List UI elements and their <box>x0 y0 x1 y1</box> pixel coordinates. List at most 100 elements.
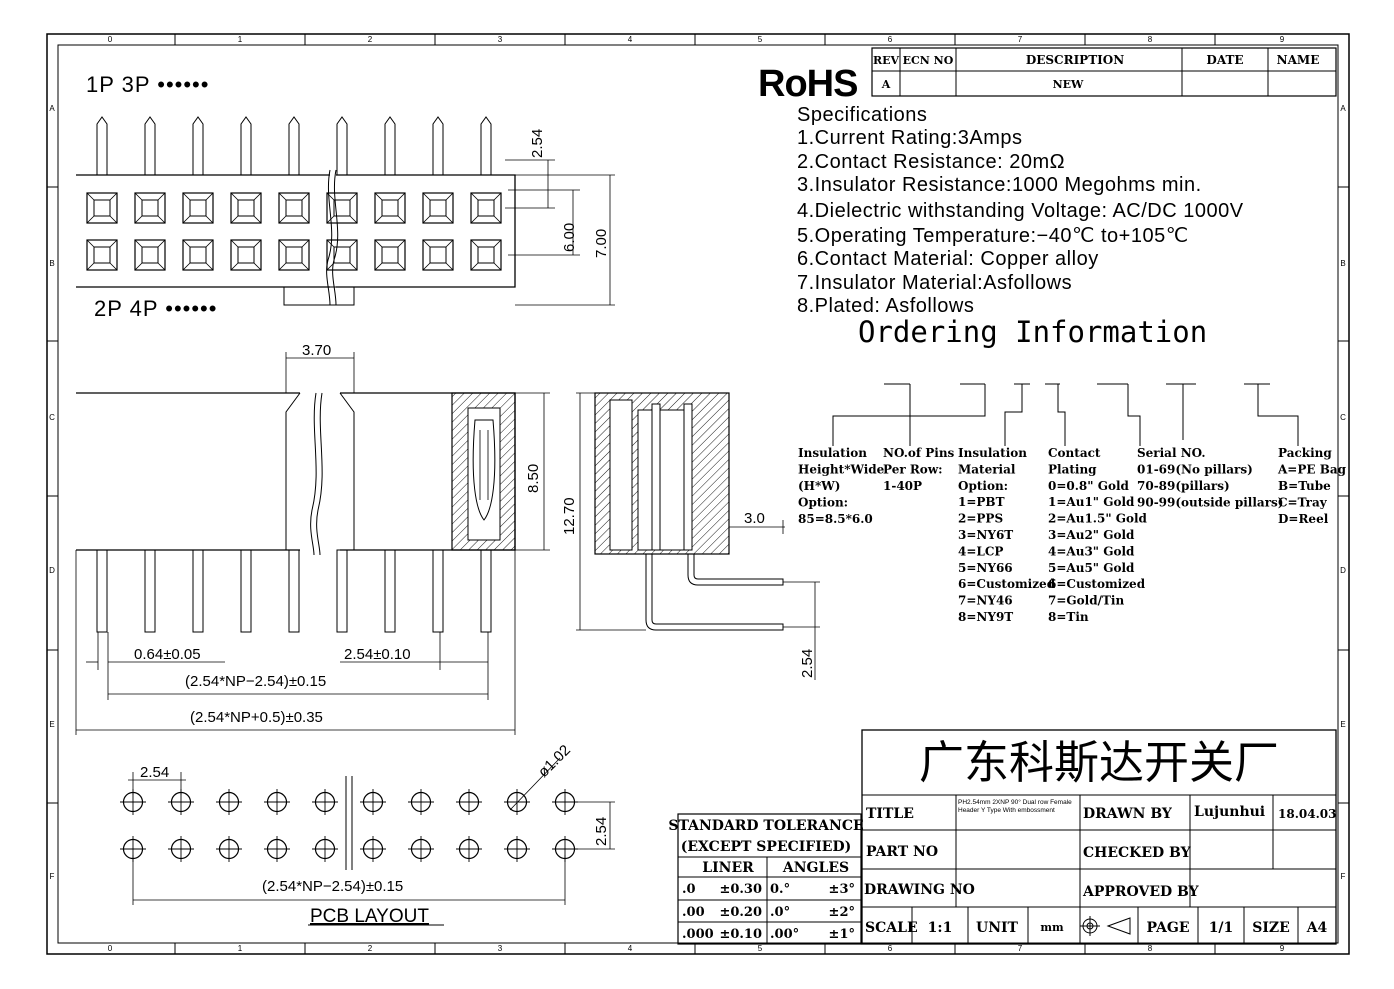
ordering-option-line: 4=LCP <box>958 544 1003 558</box>
top-view: 1P 3P •••••• 2P 4P •••••• 2.54 6.00 7.00 <box>76 72 615 321</box>
ordering-option-line: 2=PPS <box>958 512 1003 526</box>
drawn-date: 18.04.03 <box>1278 807 1336 821</box>
zone-col-label: 0 <box>108 944 113 953</box>
page-value: 1/1 <box>1209 920 1234 936</box>
contact-cell <box>374 192 406 224</box>
spec-line: 1.Current Rating:3Amps <box>797 127 1023 149</box>
dim-front-pitch: 2.54±0.10 <box>344 646 411 663</box>
break-line <box>332 169 339 306</box>
tolerance-title: STANDARD TOLERANCE <box>668 818 863 834</box>
contact-cell <box>422 239 454 271</box>
dim-pcb-pitch: 2.54 <box>140 764 169 781</box>
rev-header-name: NAME <box>1277 53 1320 67</box>
zone-ticks <box>47 34 1349 954</box>
contact-opening <box>189 199 207 217</box>
contact-opening <box>477 246 495 264</box>
ordering-title: Ordering Information <box>858 315 1207 349</box>
unit-value: mm <box>1040 921 1064 934</box>
dim-side-height: 12.70 <box>561 497 578 535</box>
contact-opening <box>285 246 303 264</box>
ordering-option-line: A=PE Bag <box>1277 463 1347 477</box>
pcb-layout: 2.54 ø1.02 2.54 (2.54*NP−2.54)±0.15 PCB … <box>120 742 615 927</box>
dim-front-total: (2.54*NP+0.5)±0.35 <box>190 709 323 726</box>
drawn-by-value: Lujunhui <box>1194 804 1265 820</box>
contact-opening <box>141 246 159 264</box>
ordering-option-line: 4=Au3" Gold <box>1048 544 1135 558</box>
break-line <box>316 392 323 556</box>
projection-symbol-icon <box>1080 916 1131 936</box>
pin <box>192 549 204 633</box>
ordering-option-line: 3=Au2" Gold <box>1048 528 1135 542</box>
spec-line: 6.Contact Material: Copper alloy <box>797 248 1099 270</box>
ordering-option-line: Per Row: <box>883 463 943 477</box>
ordering-option-line: 1=PBT <box>958 495 1005 509</box>
ordering-option-line: 8=NY9T <box>958 610 1013 624</box>
contact-opening <box>381 246 399 264</box>
contact-opening <box>93 246 111 264</box>
contact-opening <box>285 199 303 217</box>
ordering-option-line: 8=Tin <box>1048 610 1089 624</box>
zone-row-label: B <box>1340 259 1345 268</box>
size-label: SIZE <box>1252 920 1290 936</box>
tolerance-cell: .0 <box>682 882 696 897</box>
pin-tail <box>288 116 300 175</box>
contact-opening <box>381 199 399 217</box>
ordering-option-line: 7=Gold/Tin <box>1048 594 1124 608</box>
top-view-contact-cells <box>86 192 502 271</box>
spec-line: 7.Insulator Material:Asfollows <box>797 272 1072 294</box>
pin-tail <box>336 116 348 175</box>
top-view-pin-tails <box>96 116 492 175</box>
tolerance-cell: ±0.10 <box>719 927 762 942</box>
pin-tail <box>432 116 444 175</box>
zone-col-label: 6 <box>888 35 893 44</box>
rev-header-ecn: ECN NO <box>903 54 954 67</box>
company-name: 广东科斯达开关厂 <box>919 736 1279 789</box>
ordering-option-line: D=Reel <box>1278 512 1329 526</box>
dim-side-offset: 3.0 <box>744 510 765 527</box>
tolerance-cell: .000 <box>682 927 714 942</box>
zone-col-label: 4 <box>628 35 633 44</box>
pcb-layout-title: PCB LAYOUT <box>310 906 429 927</box>
pin <box>96 549 108 633</box>
tolerance-cell: .00° <box>770 927 799 942</box>
zone-col-label: 8 <box>1148 35 1153 44</box>
ordering-columns: InsulationHeight*Wide(H*W)Option:85=8.5*… <box>798 446 1347 624</box>
zone-col-label: 9 <box>1280 944 1285 953</box>
pin <box>432 549 444 633</box>
zone-row-label: D <box>49 566 55 575</box>
contact-opening <box>333 246 351 264</box>
ordering-option-line: 5=NY66 <box>958 561 1013 575</box>
ordering-option-line: Option: <box>798 496 848 510</box>
ordering-option-line: NO.of Pins <box>883 446 955 460</box>
zone-col-label: 3 <box>498 944 503 953</box>
ordering-option-line: 6=Customized <box>1048 577 1146 591</box>
front-view: 3.70 8.50 0.64±0.05 2.54±0.10 (2.54*NP−2… <box>75 342 550 735</box>
dim-top-inner: 6.00 <box>561 223 578 252</box>
tolerance-header-linear: LINER <box>702 860 754 876</box>
ordering-option-line: Contact <box>1048 446 1101 460</box>
contact-opening <box>333 199 351 217</box>
contact-opening <box>93 199 111 217</box>
title-label: TITLE <box>866 806 914 822</box>
dim-side-row: 2.54 <box>799 649 816 678</box>
zone-row-label: E <box>1340 720 1345 729</box>
ordering-option-line: 2=Au1.5" Gold <box>1048 512 1148 526</box>
rev-header-date: DATE <box>1206 53 1243 67</box>
zone-col-label: 8 <box>1148 944 1153 953</box>
dim-pcb-row: 2.54 <box>593 817 610 846</box>
pcb-holes <box>120 789 578 862</box>
contact-opening <box>429 246 447 264</box>
contact-cell <box>278 192 310 224</box>
dim-front-height: 8.50 <box>525 464 542 493</box>
tolerance-cell: ±0.30 <box>719 882 762 897</box>
ordering-option-line: 1=Au1" Gold <box>1048 495 1135 509</box>
ordering-option-line: Insulation <box>958 446 1027 460</box>
part-no-label: PART NO <box>866 844 938 860</box>
tolerance-table: STANDARD TOLERANCE (EXCEPT SPECIFIED) LI… <box>668 813 864 945</box>
contact-opening <box>429 199 447 217</box>
size-value: A4 <box>1306 920 1328 936</box>
front-view-pins <box>96 549 492 633</box>
